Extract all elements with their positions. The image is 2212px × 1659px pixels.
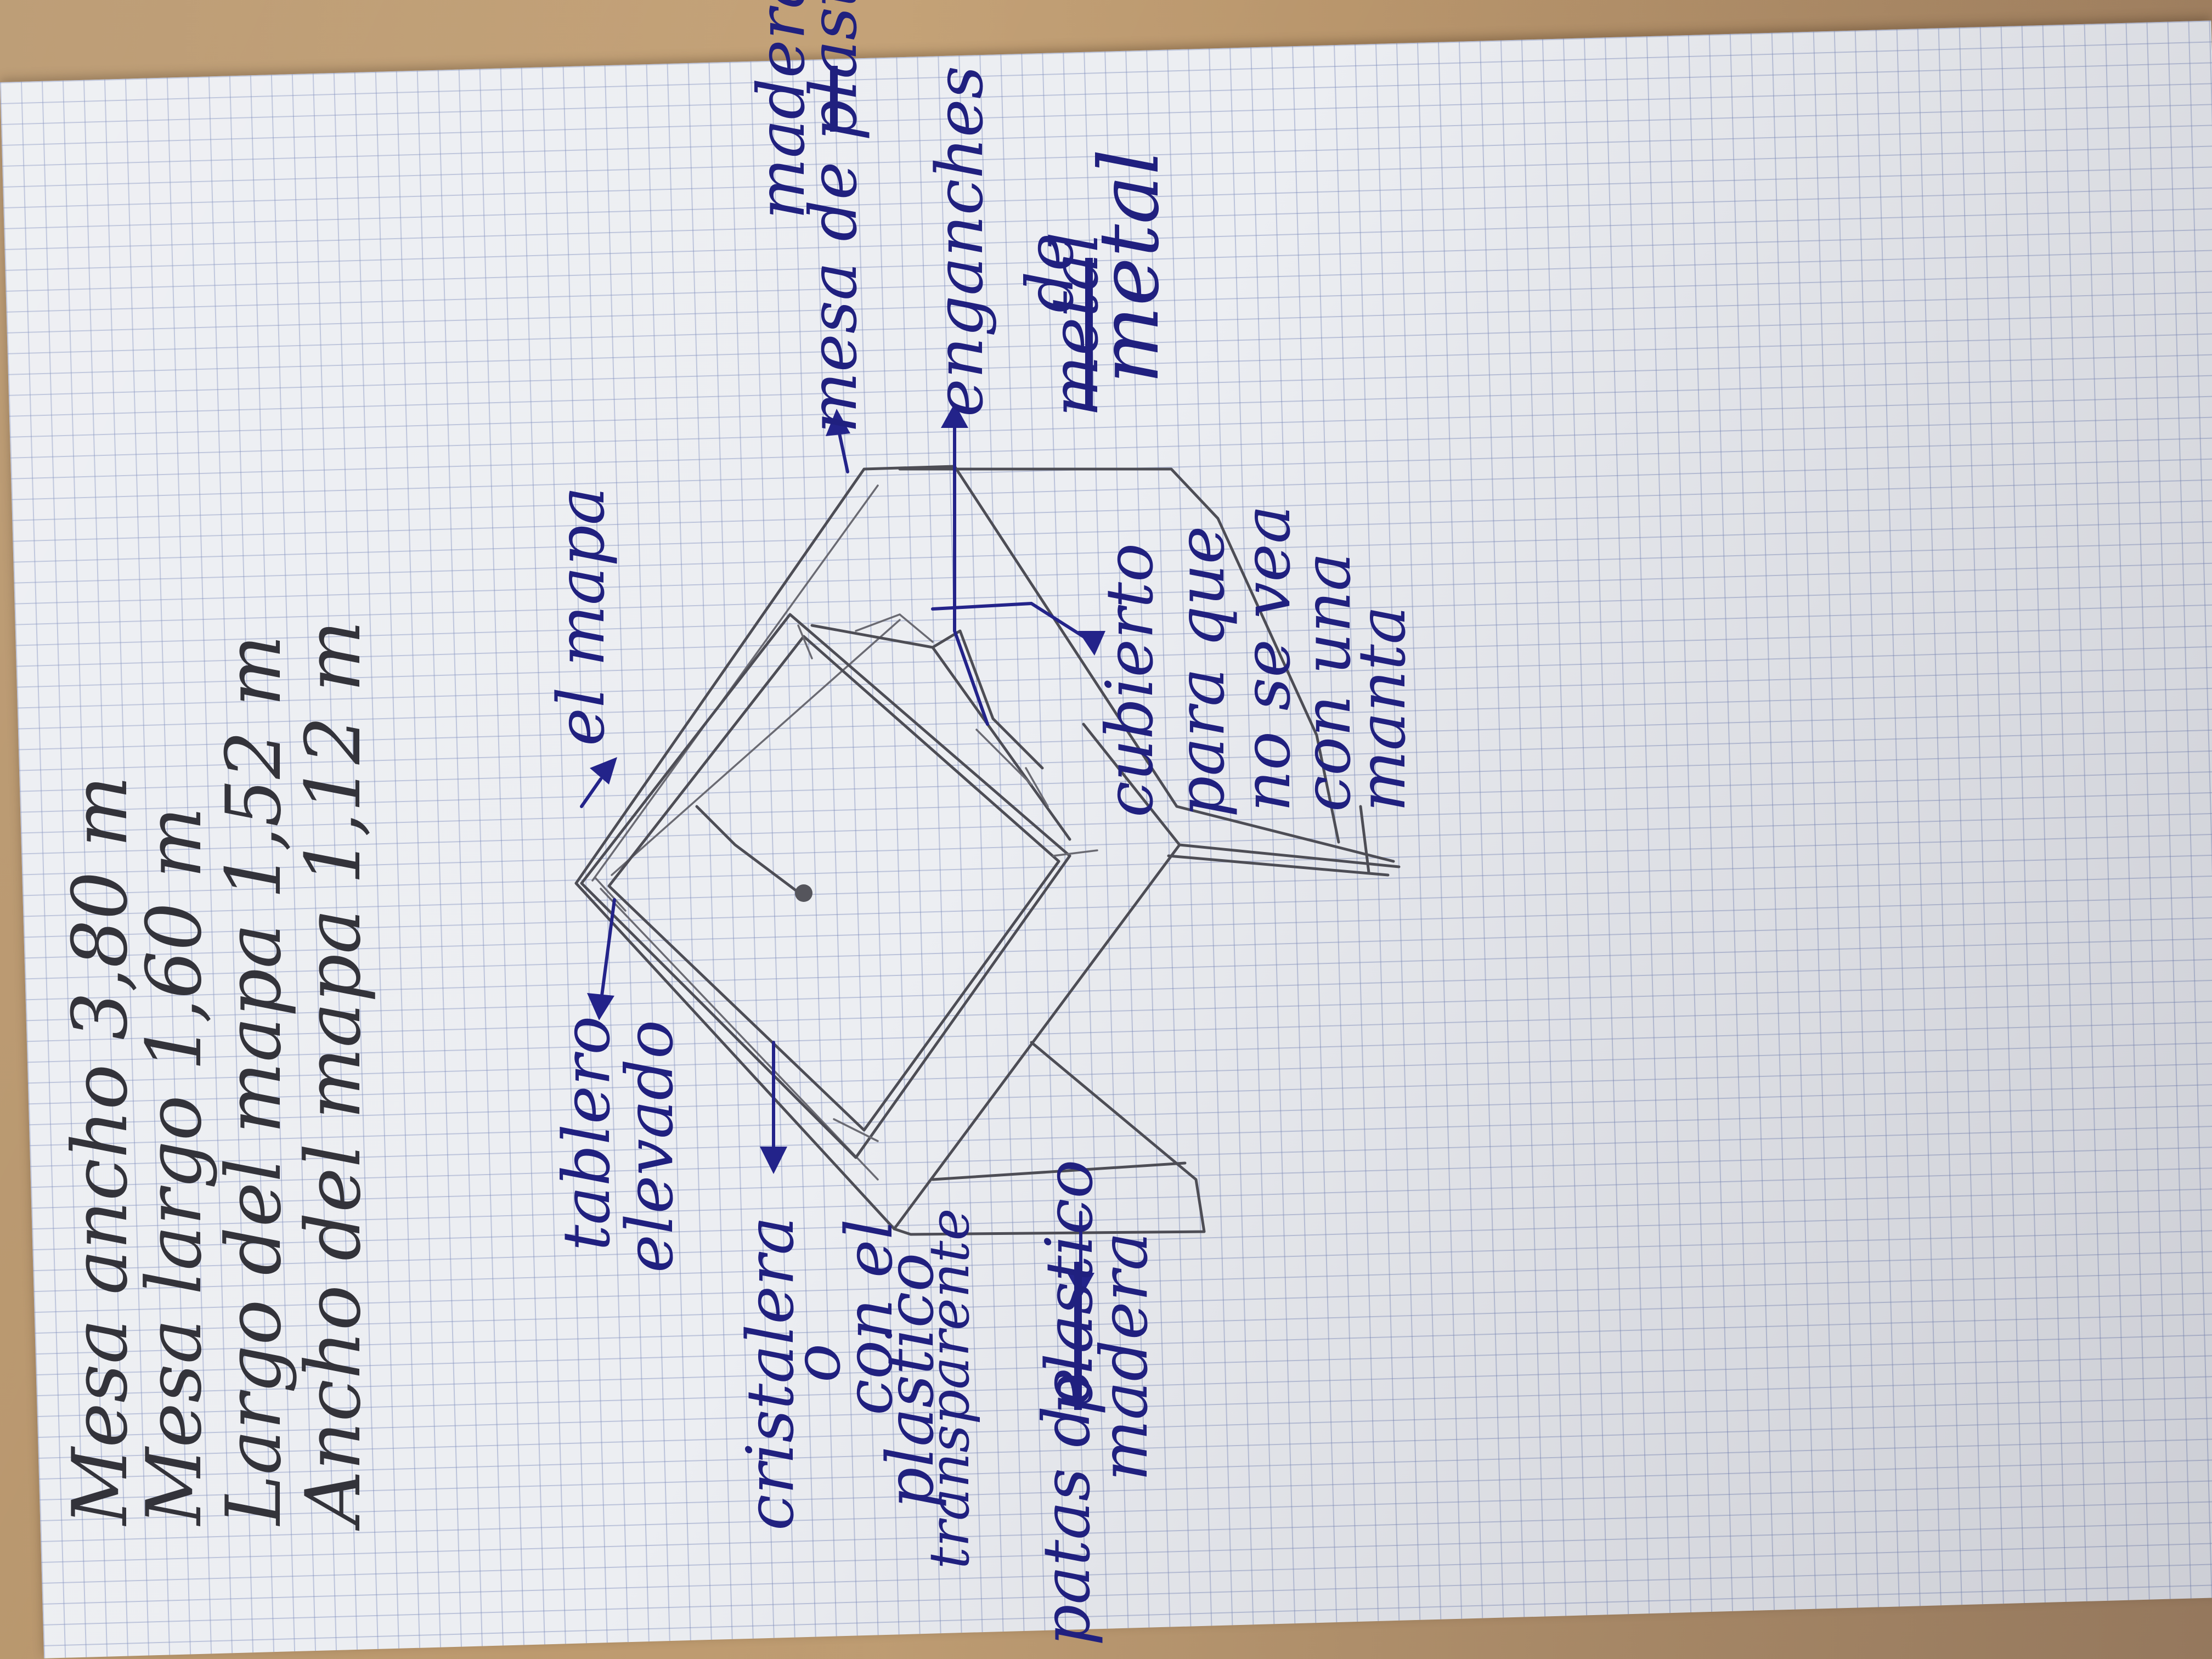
side-panel-hatch — [855, 613, 1049, 808]
arrowhead-cristalera — [760, 1147, 787, 1174]
measurement-largo-mapa: Largo del mapa 1,52 m — [210, 635, 298, 1527]
measurement-mesa-largo: Mesa largo 1,60 m — [130, 806, 218, 1527]
measurement-mesa-ancho: Mesa ancho 3,80 m — [56, 776, 144, 1527]
label-cubierto-5: manta — [1344, 606, 1420, 812]
label-patas-madera: madera — [1086, 1232, 1162, 1481]
label-plastico: plastico — [872, 1253, 948, 1509]
ink-labels: el mapa madera mesa de plastico enganche… — [543, 0, 1420, 1646]
label-patas-de: patas de — [1029, 1368, 1104, 1646]
measurements-block: Mesa ancho 3,80 m Mesa largo 1,60 m Larg… — [56, 620, 377, 1531]
label-enganches-de: de — [1012, 233, 1088, 313]
label-cubierto-4: con una — [1289, 552, 1365, 812]
label-mesa-de-plastico: mesa de plastico — [795, 0, 871, 433]
label-enganches: enganches — [922, 66, 997, 417]
label-madera-top: madera — [743, 0, 819, 219]
label-cubierto-1: cubierto — [1092, 543, 1167, 817]
arrowhead-mapa — [590, 757, 617, 785]
arrow-to-enganches — [953, 421, 989, 726]
arrowhead-cubierto — [1078, 631, 1105, 656]
arrow-to-tablero — [599, 898, 616, 1006]
elevated-board-frame — [580, 613, 1071, 1159]
map-frame-inner — [607, 635, 1060, 1132]
arrow-to-mapa — [580, 777, 602, 808]
frame-corner-shading — [594, 624, 1098, 1142]
label-cristalera: cristalera — [732, 1216, 808, 1531]
measurement-ancho-mapa: Ancho del mapa 1,12 m — [289, 620, 377, 1531]
arrow-to-cubierto — [931, 602, 1093, 644]
side-panel — [810, 624, 1071, 841]
label-con-el: con el — [831, 1219, 907, 1415]
arrow-to-mesa — [838, 432, 849, 473]
table-right-base — [1167, 805, 1401, 877]
label-enganches-metal-struck: metal — [1037, 232, 1113, 417]
arrowhead-enganches — [941, 403, 968, 428]
label-el-mapa: el mapa — [543, 487, 619, 746]
label-cubierto-2: para que — [1163, 526, 1239, 817]
label-patas-plastico-struck: plastico — [1031, 1160, 1107, 1415]
label-enganches-metal: metal — [1082, 149, 1177, 384]
label-o: o — [779, 1344, 855, 1383]
label-tablero: tablero — [549, 1016, 624, 1251]
table-back-top-edge — [898, 467, 1340, 844]
label-cubierto-3: no se vea — [1229, 505, 1305, 812]
arrowhead-tablero — [587, 993, 614, 1020]
ink-arrows — [580, 403, 1105, 1297]
map-pointer-line — [695, 805, 803, 896]
map-pointer-dot — [795, 884, 812, 902]
table-sketch — [574, 465, 1401, 1236]
table-leg-lower — [893, 1041, 1206, 1236]
arrowhead-mesa — [826, 409, 850, 436]
label-transparente: transparente — [917, 1208, 981, 1569]
label-elevado: elevado — [612, 1020, 687, 1273]
